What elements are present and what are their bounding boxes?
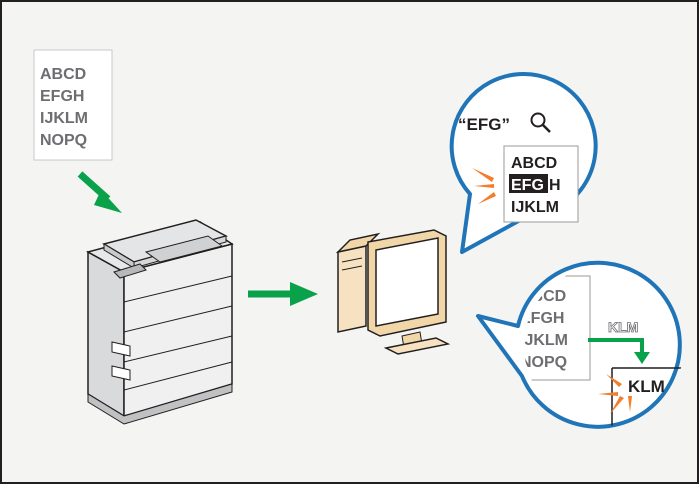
- source-document: ABCD EFGH IJKLM NOPQ: [33, 49, 113, 161]
- search-bubble: “EFG” ABCD EFG H IJKLM: [449, 72, 598, 254]
- search-highlight-box: [509, 174, 548, 193]
- printer-scanner-icon: [86, 219, 234, 425]
- source-line-3: IJKLM: [40, 110, 88, 127]
- pasted-text: KLM: [628, 377, 665, 396]
- source-line-2: EFGH: [40, 88, 84, 105]
- source-document-page: [33, 49, 113, 161]
- search-result-line-3: IJKLM: [511, 199, 559, 216]
- edit-doc-line-4: NOPQ: [520, 354, 567, 371]
- paste-sparkle: [598, 374, 632, 414]
- edit-doc-line-2: EFGH: [520, 310, 564, 327]
- search-highlight-sparkle: [472, 168, 496, 204]
- arrow-to-scanner: [77, 171, 122, 213]
- search-icon: [530, 112, 551, 133]
- copy-arrow: [588, 338, 650, 364]
- search-query: “EFG”: [458, 115, 510, 134]
- copied-text: KLM: [608, 319, 638, 335]
- source-line-4: NOPQ: [40, 132, 87, 149]
- arrow-to-computer: [248, 282, 318, 306]
- search-result-line-1: ABCD: [511, 155, 557, 172]
- edit-bubble: ABCD EFGH IJKLM NOPQ KLM KLM: [476, 260, 684, 429]
- edit-doc-line-3: IJKLM: [520, 332, 568, 349]
- source-line-1: ABCD: [40, 66, 86, 83]
- search-result-highlight: EFG: [511, 177, 544, 194]
- computer-icon: [335, 229, 451, 355]
- search-result-line-2-rest: H: [549, 177, 561, 194]
